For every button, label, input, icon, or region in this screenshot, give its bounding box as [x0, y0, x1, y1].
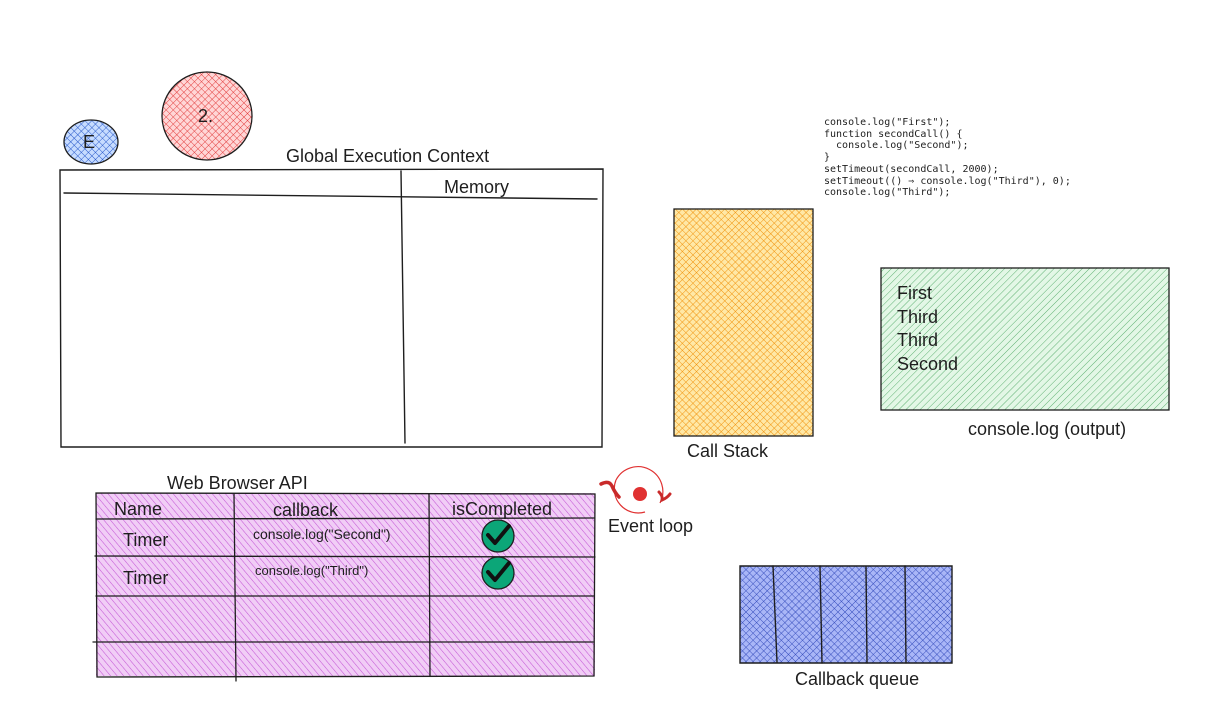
global-execution-context-title: Global Execution Context [286, 146, 490, 166]
code-line: } [824, 152, 831, 164]
table-cell-callback: console.log("Third") [255, 563, 369, 578]
web-browser-api-table [92, 492, 596, 682]
code-line: function secondCall() { [824, 128, 963, 140]
event-loop-icon [599, 466, 672, 514]
memory-header: Memory [444, 177, 510, 197]
e-circle [63, 119, 119, 165]
table-cell-callback: console.log("Second") [253, 526, 391, 542]
console-output-line: Second [897, 353, 959, 374]
console-output-lines: First Third Third Second [897, 282, 958, 376]
call-stack-box [673, 208, 814, 437]
two-circle-label: 2. [198, 106, 214, 126]
console-output-line: Third [897, 306, 939, 327]
call-stack-label: Call Stack [687, 441, 769, 461]
code-line: console.log("Third"); [824, 187, 951, 199]
console-output-line: Third [897, 330, 939, 350]
console-output-box [880, 267, 1170, 411]
code-snippet: console.log("First"); function secondCal… [824, 117, 1071, 199]
table-header-callback: callback [273, 500, 339, 520]
web-browser-api-title: Web Browser API [167, 473, 308, 493]
code-line: setTimeout(() ⇒ console.log("Third"), 0)… [824, 175, 1071, 187]
callback-queue-box [739, 565, 953, 664]
code-line: console.log("First"); [824, 117, 951, 128]
check-circle-icon [481, 519, 515, 553]
table-header-is-completed: isCompleted [452, 499, 553, 519]
table-cell-name: Timer [123, 530, 169, 550]
check-circle-icon [481, 556, 515, 590]
table-header-name: Name [114, 499, 163, 519]
code-line: console.log("Second"); [824, 140, 969, 152]
event-loop-label: Event loop [608, 516, 694, 536]
global-execution-context-box [59, 168, 604, 448]
code-line: setTimeout(secondCall, 2000); [824, 163, 999, 175]
console-output-line: First [897, 283, 932, 303]
e-circle-label: E [83, 132, 96, 152]
table-cell-name: Timer [123, 568, 169, 588]
console-output-label: console.log (output) [968, 419, 1127, 439]
two-circle [161, 71, 253, 161]
callback-queue-label: Callback queue [795, 669, 920, 689]
